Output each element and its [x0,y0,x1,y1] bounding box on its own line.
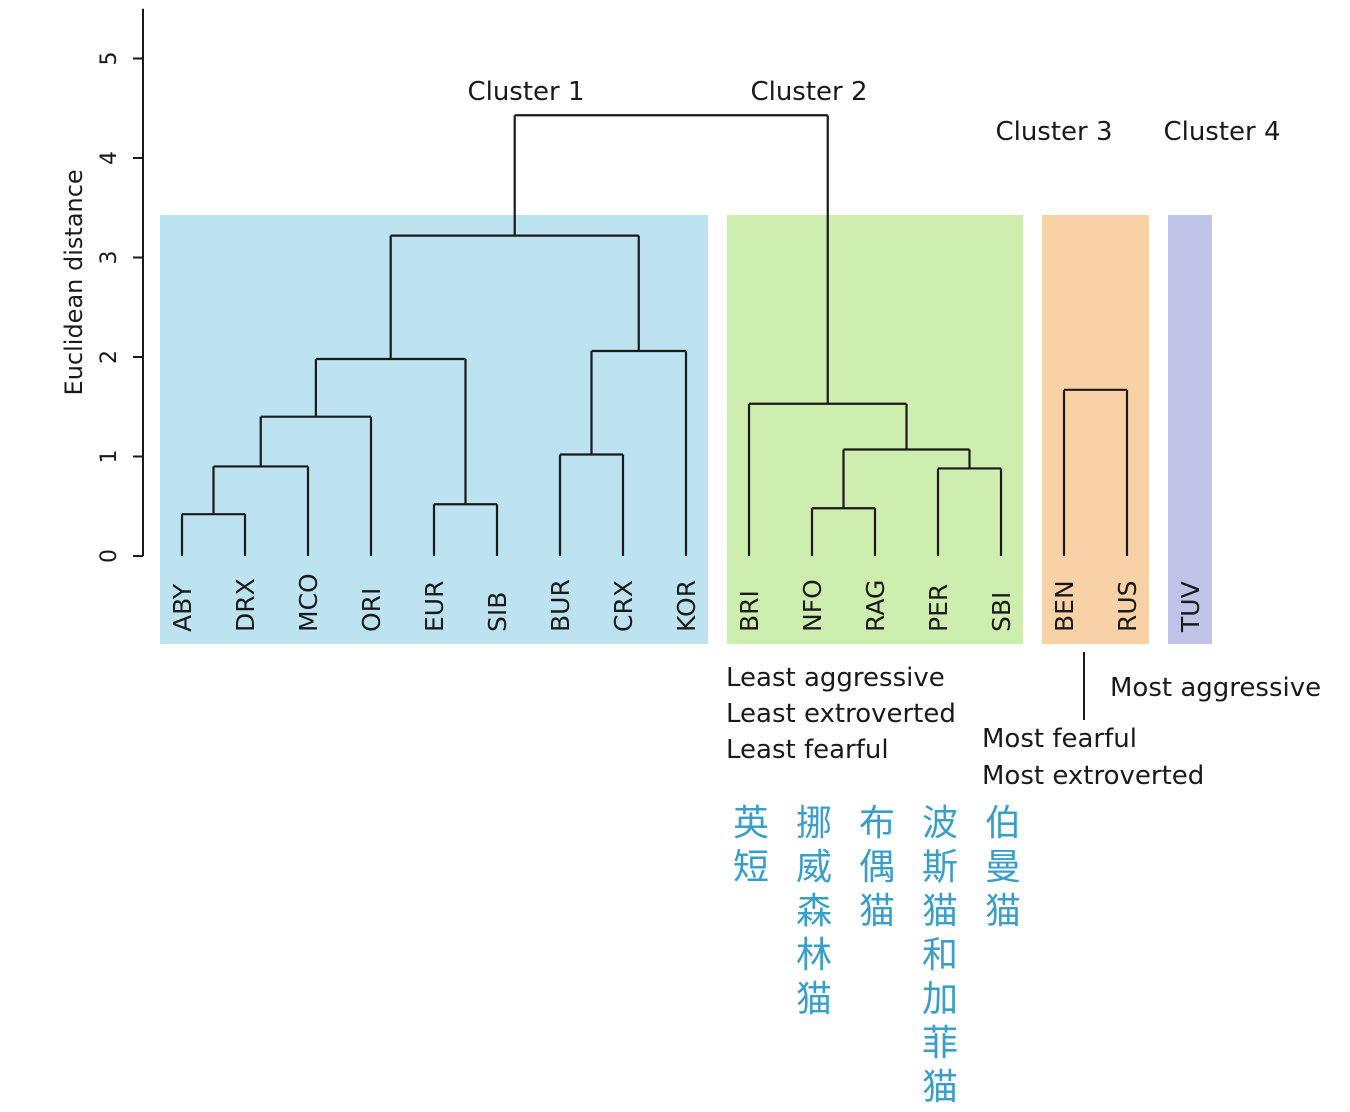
chinese-char-nfo-3: 林 [796,935,832,976]
chinese-char-sbi-1: 曼 [985,847,1021,888]
leaf-label-tuv: TUV [1176,581,1205,633]
cluster-bands [160,215,1212,644]
annotation-cluster4-0: Most aggressive [1110,673,1321,703]
y-tick-label-4: 4 [97,151,122,165]
leaf-label-bri: BRI [735,590,764,632]
leaf-label-drx: DRX [231,578,260,632]
chinese-char-nfo-0: 挪 [796,803,832,844]
cluster-label-cluster-3: Cluster 3 [995,117,1112,147]
chinese-char-nfo-2: 森 [796,891,832,932]
y-tick-label-2: 2 [97,350,122,364]
chinese-char-per-2: 猫 [922,891,958,932]
annotation-cluster2-1: Least extroverted [726,699,956,729]
chinese-char-bri-0: 英 [733,803,769,844]
y-tick-label-3: 3 [97,251,122,265]
annotation-cluster2-0: Least aggressive [726,663,945,693]
leaf-label-bur: BUR [546,579,575,632]
leaf-label-crx: CRX [609,580,638,632]
leaf-label-aby: ABY [168,583,197,632]
chinese-char-rag-0: 布 [859,803,895,844]
chinese-label-bri: 英短 [733,803,769,888]
chinese-char-rag-2: 猫 [859,891,895,932]
chinese-char-nfo-1: 威 [796,847,832,888]
leaf-label-mco: MCO [294,573,323,632]
chinese-char-per-4: 加 [922,979,958,1020]
leaf-label-nfo: NFO [798,579,827,632]
y-tick-label-1: 1 [97,450,122,464]
chinese-char-nfo-4: 猫 [796,979,832,1020]
chinese-char-sbi-2: 猫 [985,891,1021,932]
leaf-label-rag: RAG [861,580,890,632]
chinese-char-bri-1: 短 [733,847,769,888]
band-cluster-2 [727,215,1023,644]
chinese-char-per-6: 猫 [922,1067,958,1108]
band-cluster-3 [1042,215,1149,644]
chinese-char-per-5: 菲 [922,1023,958,1064]
leaf-label-rus: RUS [1113,580,1142,632]
leaf-label-ori: ORI [357,588,386,632]
cluster-label-cluster-4: Cluster 4 [1163,117,1280,147]
leaf-label-per: PER [924,584,953,632]
dendrogram-tree [180,114,1129,556]
chinese-label-rag: 布偶猫 [859,803,895,932]
chinese-char-per-1: 斯 [922,847,958,888]
y-tick-label-5: 5 [97,52,122,66]
leaf-label-kor: KOR [672,580,701,632]
chinese-char-per-3: 和 [922,935,958,976]
cluster-label-cluster-2: Cluster 2 [750,77,867,107]
chinese-char-per-0: 波 [922,803,958,844]
cluster-label-cluster-1: Cluster 1 [467,77,584,107]
annotation-cluster2-2: Least fearful [726,735,889,765]
cluster-labels: Cluster 1 Cluster 2 Cluster 3 Cluster 4 [467,77,1280,147]
chinese-char-rag-1: 偶 [859,847,895,888]
chinese-char-sbi-0: 伯 [985,803,1021,844]
leaf-labels: ABY DRX MCO ORI EUR SIB BUR CRX KOR BRI NFO RAG PER S… [168,573,1205,633]
y-axis-title: Euclidean distance [60,169,88,395]
band-cluster-1 [160,215,708,644]
y-tick-label-0: 0 [97,549,122,563]
leaf-label-sbi: SBI [987,592,1016,632]
annotation-cluster3-1: Most extroverted [982,761,1204,791]
annotation-cluster3-0: Most fearful [982,724,1137,754]
chinese-label-sbi: 伯曼猫 [985,803,1021,932]
leaf-label-sib: SIB [483,592,512,632]
leaf-label-eur: EUR [420,581,449,632]
leaf-label-ben: BEN [1050,580,1079,632]
band-cluster-4 [1168,215,1212,644]
